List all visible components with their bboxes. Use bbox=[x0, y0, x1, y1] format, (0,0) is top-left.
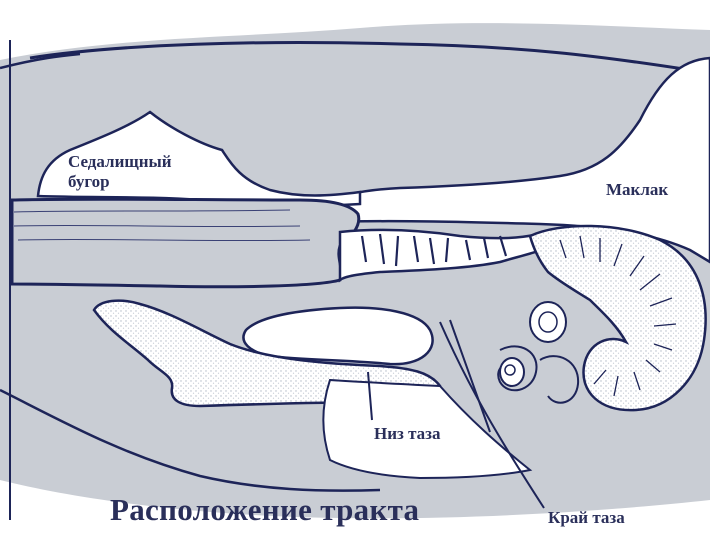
label-ischial-tuberosity-line1: Седалищный bbox=[68, 152, 172, 172]
label-pelvic-brim: Край таза bbox=[548, 508, 625, 528]
label-ischial-tuberosity: Седалищный бугор bbox=[68, 152, 172, 191]
rectum-tube bbox=[12, 199, 359, 287]
ovary-inner bbox=[539, 312, 557, 332]
label-ischial-tuberosity-line2: бугор bbox=[68, 172, 172, 192]
follicle-dot bbox=[505, 365, 515, 375]
diagram-title: Расположение тракта bbox=[110, 492, 419, 528]
label-pelvic-floor: Низ таза bbox=[374, 424, 441, 444]
label-hip-point: Маклак bbox=[606, 180, 668, 200]
